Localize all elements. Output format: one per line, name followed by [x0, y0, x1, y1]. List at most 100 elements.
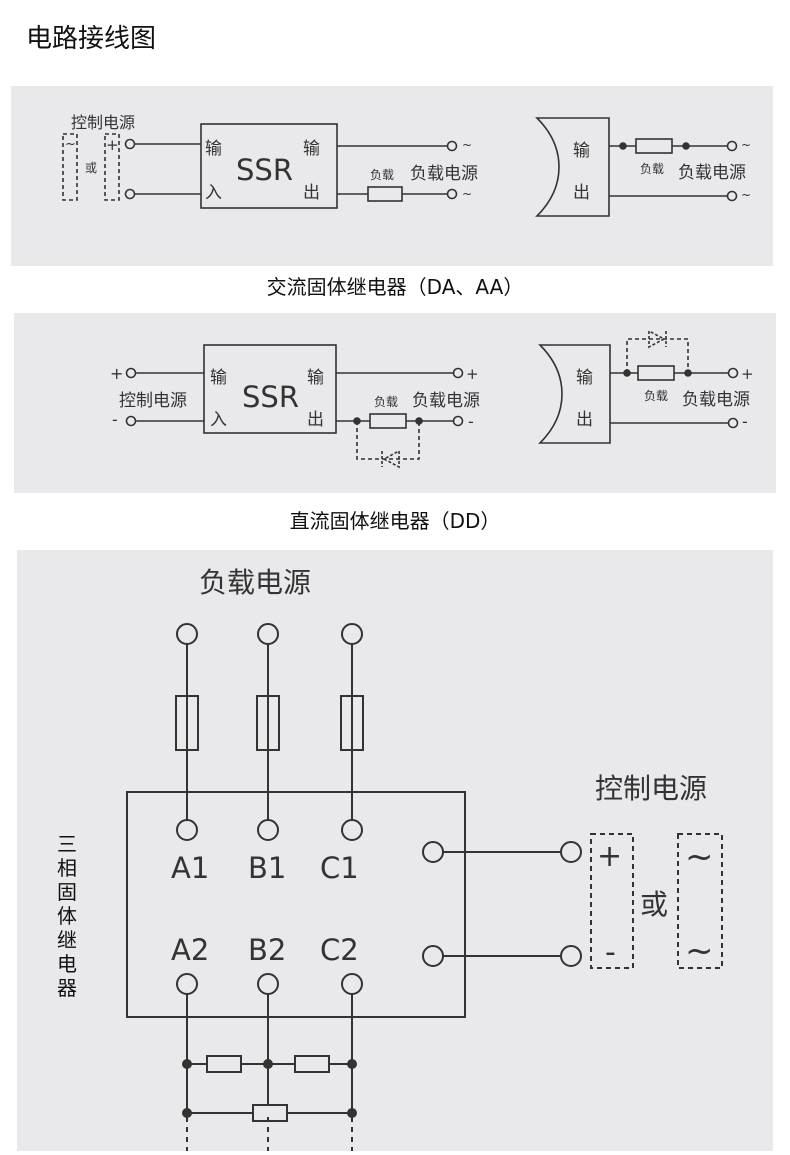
ctrl-minus: -	[112, 410, 118, 429]
partial-terminal-top	[726, 140, 738, 152]
in-bottom: 入	[205, 183, 222, 203]
partial-diode-icon	[648, 329, 666, 349]
input-terminal-bottom	[124, 188, 136, 200]
ctrl-ac-box	[62, 133, 78, 201]
ctrl-tilde: ~	[65, 137, 76, 152]
diode-icon	[382, 449, 400, 469]
partial-load-label: 负载	[644, 389, 668, 403]
load-label: 负载	[370, 168, 394, 182]
a2-label: A2	[171, 933, 209, 967]
load-power-label: 负载电源	[412, 391, 480, 411]
ssr-label: SSR	[236, 153, 293, 187]
ac-diagram: 控制电源 ~ + 或 SSR 输 入 输 出 ~ ~ 负载 负载电源 输 出 ~…	[62, 113, 751, 217]
output-terminal-top	[452, 367, 464, 379]
partial-load-resistor	[635, 138, 673, 154]
three-or: 或	[640, 888, 668, 921]
ctrl-plus: +	[110, 364, 123, 383]
load-power-label: 负载电源	[410, 164, 478, 184]
partial-terminal-top	[727, 367, 739, 379]
out-minus: -	[468, 412, 474, 431]
out-top: 输	[307, 368, 324, 388]
ac-diagram-panel: 控制电源 ~ + 或 SSR 输 入 输 出 ~ ~ 负载 负载电源 输 出 ~…	[11, 86, 773, 266]
three-phase-panel: 负载电源 A1 B1 C1 A2 B2 C2 控制电源 + - 或 ~ ~	[17, 550, 773, 1151]
side-label-char: 体	[57, 904, 77, 928]
partial-minus: -	[742, 412, 748, 431]
ctrl-or: 或	[85, 161, 97, 175]
ac-caption: 交流固体继电器（DA、AA）	[266, 275, 524, 299]
partial-diode-loop	[626, 338, 689, 373]
ssr-box	[200, 123, 338, 209]
partial-terminal-bottom	[726, 190, 738, 202]
a2-terminal	[176, 973, 198, 995]
three-phase-relay-box	[126, 791, 466, 1018]
phase-b-top-terminal	[257, 623, 279, 645]
page-title: 电路接线图	[26, 24, 157, 54]
ctrl-terminal-top	[422, 841, 444, 863]
c2-label: C2	[320, 933, 359, 967]
ctrl-source-terminal-bottom	[560, 945, 582, 967]
in-bottom: 入	[210, 410, 227, 430]
a1-label: A1	[171, 851, 209, 885]
ssr-partial-box	[538, 344, 611, 444]
partial-out-top: 输	[573, 141, 590, 161]
ctrl-dc-box	[104, 133, 120, 201]
output-terminal-bottom	[452, 415, 464, 427]
ctrl-label: 控制电源	[119, 391, 187, 411]
ctrl-plus: +	[106, 136, 119, 154]
side-label-char: 器	[57, 976, 77, 1000]
out-bottom: 出	[303, 183, 320, 203]
partial-plus: +	[741, 365, 754, 383]
ssr-label: SSR	[242, 380, 299, 414]
in-top: 输	[210, 368, 227, 388]
partial-load-power: 负载电源	[678, 163, 746, 183]
side-label-char: 相	[57, 856, 77, 880]
b1-terminal	[257, 819, 279, 841]
three-plus: +	[597, 839, 622, 874]
ssr-partial-box	[535, 117, 610, 217]
partial-out-bottom: 出	[576, 410, 593, 430]
partial-out-bottom: 出	[573, 183, 590, 203]
partial-out-top: 输	[576, 368, 593, 388]
three-load-power: 负载电源	[199, 566, 311, 599]
input-terminal-top	[124, 138, 136, 150]
dc-caption: 直流固体继电器（DD）	[289, 509, 501, 533]
b2-terminal	[257, 973, 279, 995]
three-ctrl-label: 控制电源	[595, 772, 707, 805]
three-tilde-bottom: ~	[685, 931, 714, 971]
load-resistor-bc	[294, 1055, 330, 1073]
input-terminal-bottom	[125, 415, 137, 427]
three-phase-diagram: 负载电源 A1 B1 C1 A2 B2 C2 控制电源 + - 或 ~ ~	[126, 566, 723, 1151]
b2-label: B2	[248, 933, 286, 967]
input-terminal-top	[125, 367, 137, 379]
in-top: 输	[205, 139, 222, 159]
load-resistor	[367, 186, 403, 202]
partial-load-resistor	[637, 365, 675, 381]
side-label-char: 继	[57, 928, 77, 952]
dc-source-box	[590, 833, 634, 969]
load-label: 负载	[374, 395, 398, 409]
output-terminal-bottom	[446, 188, 458, 200]
load-resistor-ab	[206, 1055, 242, 1073]
partial-load-power: 负载电源	[682, 390, 750, 410]
ssr-box	[203, 344, 337, 434]
ctrl-terminal-bottom	[422, 945, 444, 967]
side-label-char: 三	[57, 832, 77, 856]
out-top: 输	[303, 139, 320, 159]
b1-label: B1	[248, 851, 286, 885]
c1-terminal	[341, 819, 363, 841]
load-resistor	[369, 413, 407, 429]
load-resistor-ac	[252, 1104, 288, 1122]
output-terminal-top	[446, 140, 458, 152]
side-label-char: 固	[57, 880, 77, 904]
out-tilde-top: ~	[462, 138, 472, 152]
dc-diagram-panel: + - 控制电源 SSR 输 入 输 出 + - 负载 负载电源 输 出 + -…	[14, 313, 776, 493]
out-plus: +	[466, 365, 479, 383]
partial-terminal-bottom	[727, 417, 739, 429]
ctrl-label: 控制电源	[71, 113, 135, 132]
out-bottom: 出	[307, 410, 324, 430]
three-tilde-top: ~	[685, 837, 714, 877]
c2-terminal	[341, 973, 363, 995]
partial-tilde-bottom: ~	[741, 188, 751, 202]
ctrl-source-terminal-top	[560, 841, 582, 863]
diode-loop	[356, 421, 420, 460]
